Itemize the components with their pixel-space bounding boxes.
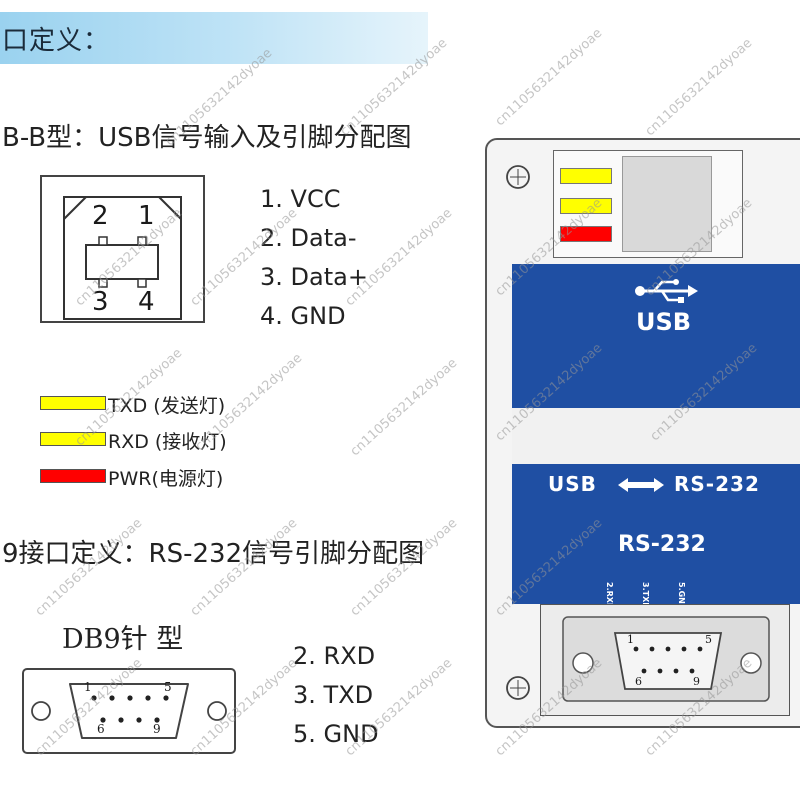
usb-pin-item: 1. VCC [260,185,341,213]
rs232-pin-item: 3. TXD [293,681,374,709]
usb-pin-1-label: 1 [138,201,155,231]
device-rs232-label: RS-232 [618,532,706,557]
device-db9-pin-5: 5 [705,633,712,646]
conversion-right-label: RS-232 [674,472,760,496]
usb-symbol-icon [635,279,698,303]
mount-hole-top-left [500,150,540,200]
device-pwr-led [560,226,612,242]
rs232-pin-list: 2. RXD 3. TXD 5. GND [293,637,379,754]
rs232-label-band: USB RS-232 RS-232 2.RXD 3.TXD 5.GND [512,464,800,611]
device-db9-shape [562,616,770,702]
rxd-led-label: RXD (接收灯) [108,431,227,453]
device-db9-pin-6: 6 [635,675,642,688]
device-white-strip [512,408,800,464]
pwr-led-label: PWR(电源灯) [108,468,224,490]
db9-pin-6-label: 6 [97,722,105,736]
device-usb-label: USB [636,308,692,336]
pwr-led-swatch [40,469,106,483]
watermark: cn1105632142dyoae [492,25,606,130]
mount-hole-bottom-left [500,668,540,718]
bidirectional-arrow-icon [618,478,664,492]
device-db9-pin-9: 9 [693,675,700,688]
usb-port-window [622,156,712,252]
usb-label-band: USB [512,264,800,408]
usb-pin-3-label: 3 [92,287,109,317]
usb-pin-item: 3. Data+ [260,263,368,291]
usb-pin-item: 4. GND [260,302,346,330]
usb-pin-2-label: 2 [92,201,109,231]
usb-pin-item: 2. Data- [260,224,357,252]
usb-section-title: B-B型：USB信号输入及引脚分配图 [2,123,412,153]
txd-led-swatch [40,396,106,410]
device-db9-pin-1: 1 [627,633,634,646]
rxd-led-swatch [40,432,106,446]
db9-male-title: DB9针 型 [62,624,184,655]
watermark: cn1105632142dyoae [642,35,756,140]
db9-pin-9-label: 9 [153,722,161,736]
rs232-pin-item: 5. GND [293,720,379,748]
usb-b-plug-shape [63,196,182,320]
db9-pin-1-label: 1 [84,680,92,694]
txd-led-label: TXD (发送灯) [108,395,226,417]
rs232-pin-item: 2. RXD [293,642,376,670]
conversion-left-label: USB [548,472,597,496]
db9-connector-shape [22,668,236,754]
db9-pin-5-label: 5 [164,680,172,694]
device-txd-led [560,168,612,184]
device-rxd-led [560,198,612,214]
header-title: 口定义： [2,26,111,56]
watermark: cn1105632142dyoae [347,355,461,460]
rs232-section-title: 9接口定义：RS-232信号引脚分配图 [2,539,425,569]
usb-b-plug-diagram: 2 1 3 4 [40,175,205,323]
usb-pin-4-label: 4 [138,287,155,317]
db9-connector-diagram: 1 5 6 9 [22,668,236,754]
header-bar [0,12,428,64]
device-db9-port: 1 5 6 9 [540,604,790,716]
usb-pin-list: 1. VCC 2. Data- 3. Data+ 4. GND [260,180,368,336]
